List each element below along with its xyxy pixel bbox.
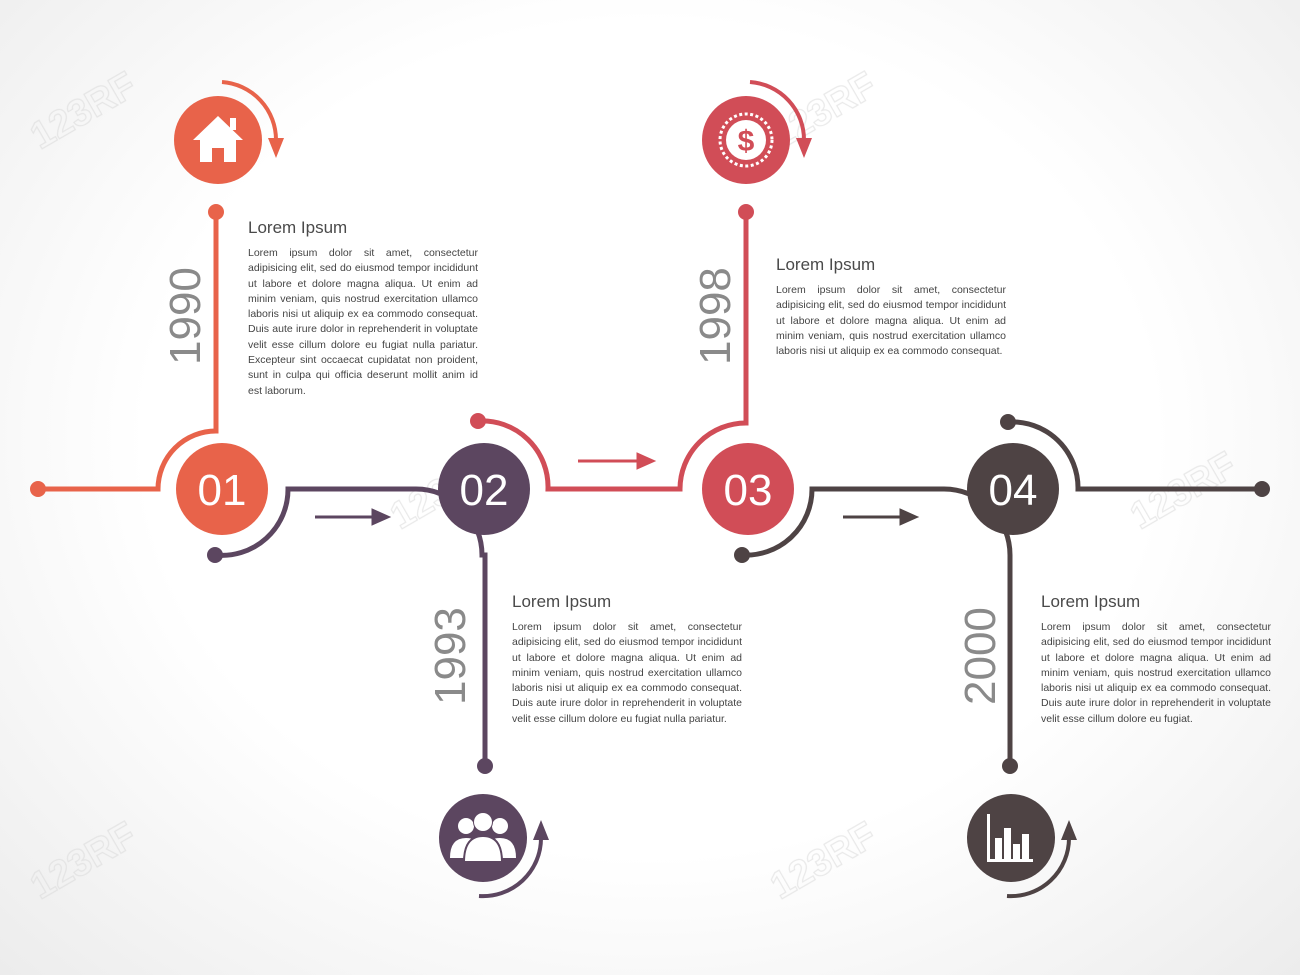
end-dot [1254,481,1270,497]
riser-dot-02 [477,758,493,774]
riser-dot-03 [738,204,754,220]
icon-badge-02 [439,794,549,899]
step-text: Lorem ipsum dolor sit amet, consectetur … [776,284,1006,358]
arc-dot-02 [207,547,223,563]
year-label-02: 1993 [426,607,475,705]
arc-dot-03 [470,413,486,429]
watermark-text: 123RF [24,64,144,157]
arc-dot-04 [734,547,750,563]
step-circle-04: 04 [967,443,1059,535]
step-description-04: Lorem Ipsum Lorem ipsum dolor sit amet, … [1041,592,1271,727]
step-description-01: Lorem Ipsum Lorem ipsum dolor sit amet, … [248,218,478,399]
watermark-text: 123RF [764,814,884,907]
riser-dot-01 [208,204,224,220]
year-label-01: 1990 [161,267,210,365]
step-number: 01 [198,466,247,515]
connector-step-01 [35,209,219,492]
step-title: Lorem Ipsum [776,255,876,274]
flow-arrows [315,452,920,526]
watermark-text: 123RF [24,814,144,907]
bar-chart-icon [987,814,1033,862]
step-number: 03 [724,466,773,515]
arrow-right-icon [578,452,657,470]
home-icon [193,116,243,162]
step-circle-01: 01 [176,443,268,535]
arc-dot-end [1000,414,1016,430]
circular-arrow-icon [478,820,549,899]
icon-badge-03: $ [702,80,812,184]
connector-step-03 [475,209,749,492]
people-icon [450,812,516,863]
icon-badge-01 [174,80,284,184]
circular-arrow-icon [749,80,812,158]
step-description-02: Lorem Ipsum Lorem ipsum dolor sit amet, … [512,592,742,727]
riser-dot-04 [1002,758,1018,774]
circular-arrow-icon [221,80,284,158]
endpoint-dots [30,204,1270,774]
year-label-03: 1998 [691,267,740,365]
arrow-right-icon [843,508,920,526]
step-text: Lorem ipsum dolor sit amet, consectetur … [1041,621,1271,725]
step-number: 02 [460,466,509,515]
step-title: Lorem Ipsum [1041,592,1141,611]
step-title: Lorem Ipsum [248,218,348,237]
start-dot [30,481,46,497]
step-text: Lorem ipsum dolor sit amet, consectetur … [248,247,478,397]
arrow-right-icon [315,508,392,526]
step-text: Lorem ipsum dolor sit amet, consectetur … [512,621,742,725]
connector-end [1005,419,1265,492]
step-circle-03: 03 [702,443,794,535]
svg-text:$: $ [738,125,755,158]
icon-badge-04 [967,794,1077,899]
year-label-04: 2000 [956,607,1005,705]
step-description-03: Lorem Ipsum Lorem ipsum dolor sit amet, … [776,255,1006,359]
circular-arrow-icon [1006,820,1077,899]
step-title: Lorem Ipsum [512,592,612,611]
dollar-coin-icon [726,120,766,160]
step-circle-02: 02 [438,443,530,535]
step-number: 04 [989,466,1038,515]
